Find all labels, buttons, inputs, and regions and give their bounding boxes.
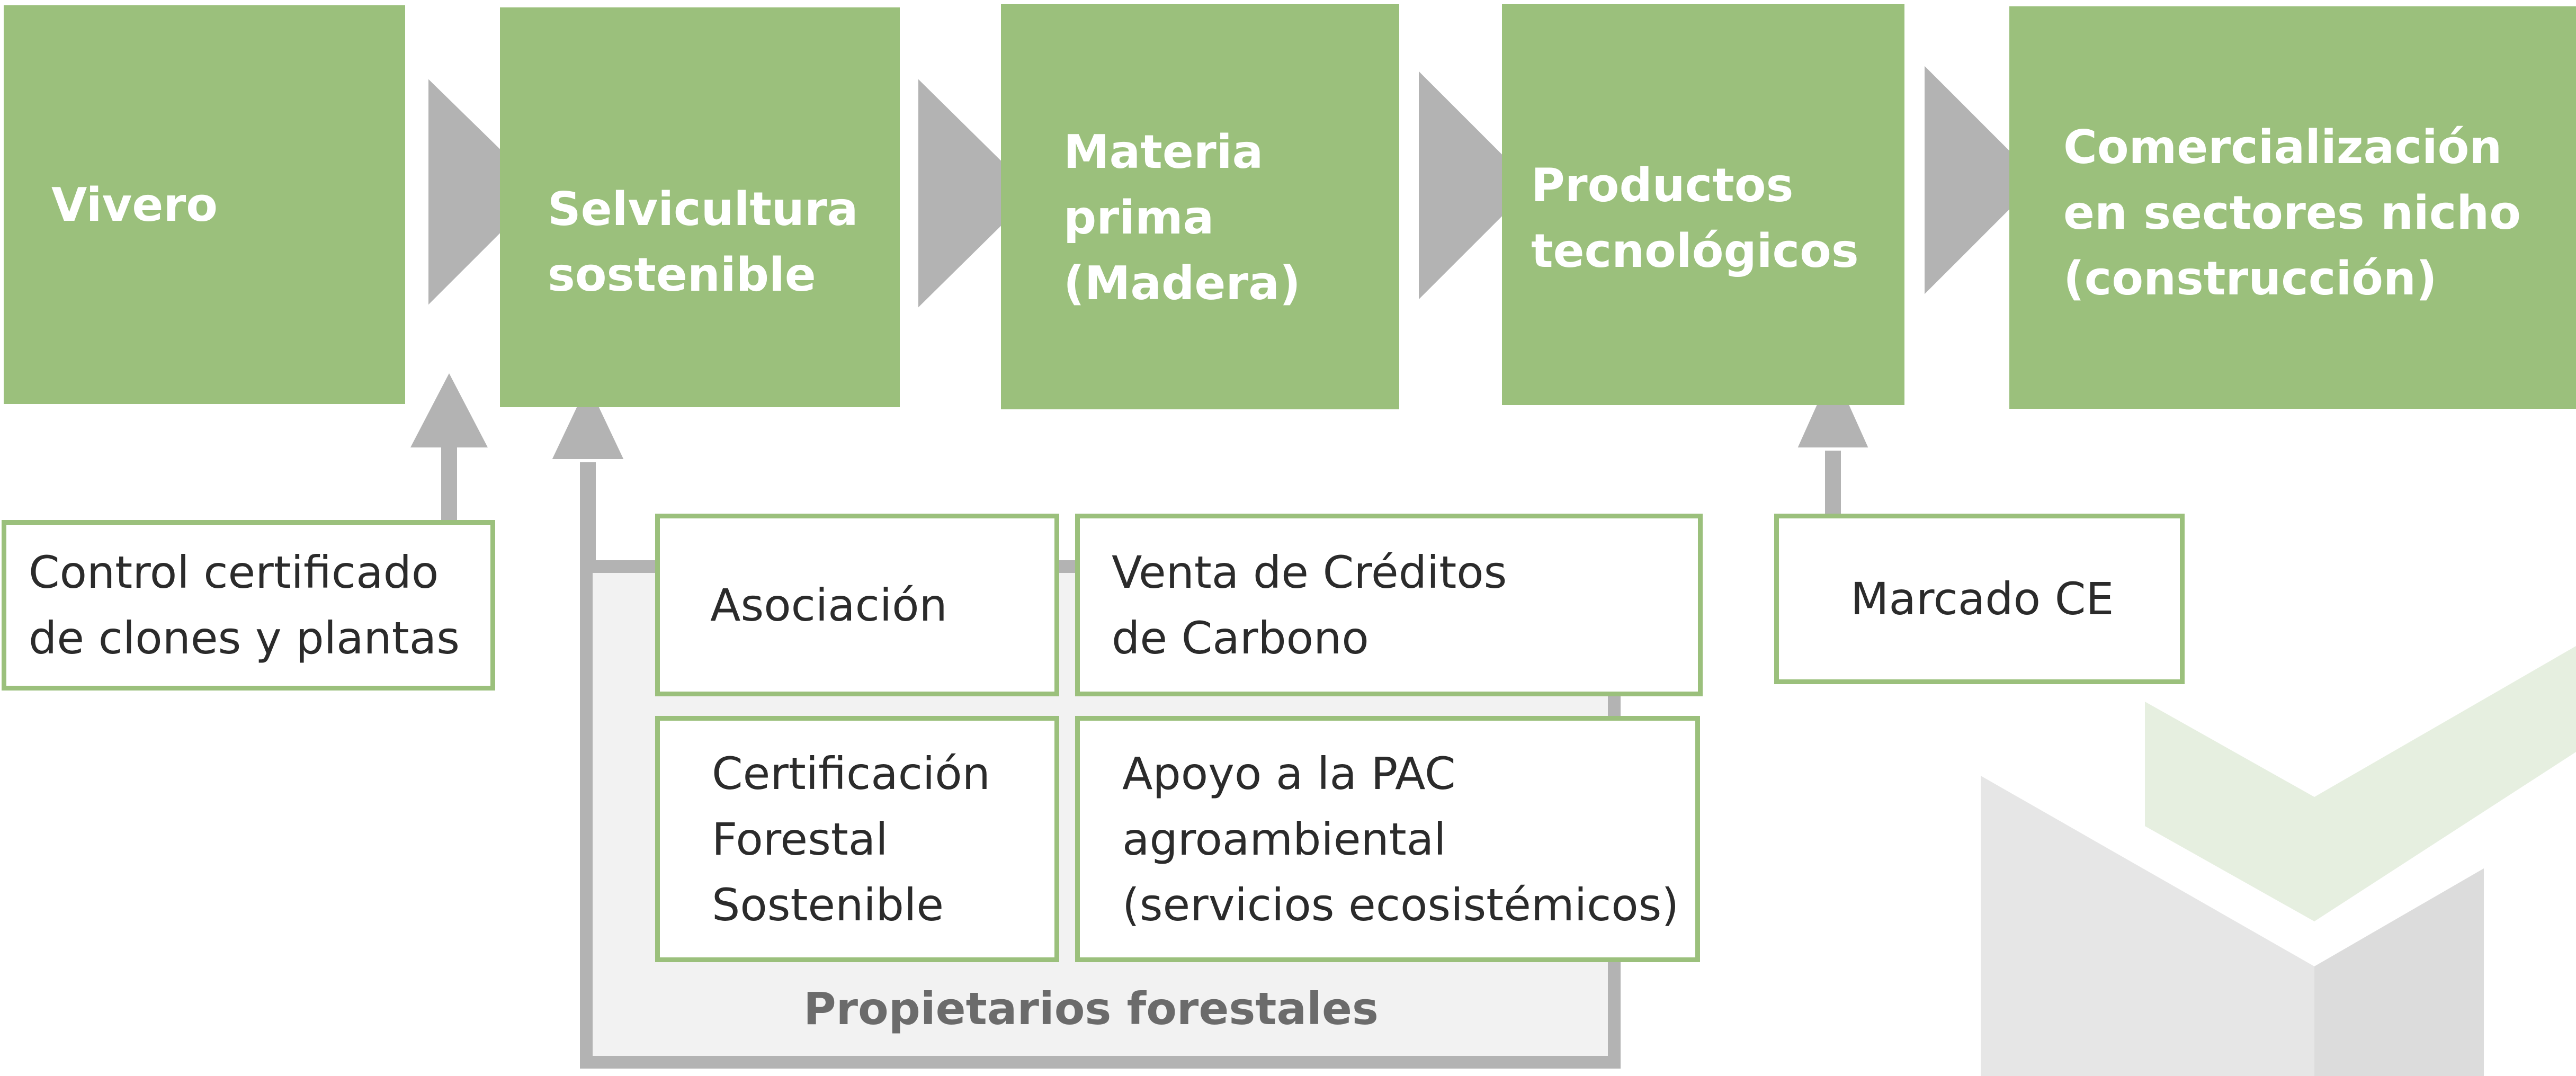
stage-label: Materia prima (Madera) [1063,124,1301,310]
owner-item-label: Apoyo a la PAC agroambiental (servicios … [1122,747,1679,931]
owner-item-creditos-carbono: Venta de Créditos de Carbono [1075,514,1703,696]
stage-materia-prima: Materia prima (Madera) [1001,4,1399,409]
stage-selvicultura: Selvicultura sostenible [500,7,900,407]
decorative-logo-shapes [1981,646,2576,1076]
owner-item-label: Asociación [710,579,947,631]
input-label: Marcado CE [1850,573,2114,625]
stage-comercializacion: Comercialización en sectores nicho (cons… [2009,6,2576,409]
stage-label: Selvicultura sostenible [548,182,858,302]
up-arrow-control [410,373,488,540]
flow-arrow-1 [424,69,549,315]
owners-panel-label: Propietarios forestales [803,983,1379,1035]
logo-shape-side [2314,868,2484,1076]
owner-item-label: Certificación Forestal Sostenible [712,747,990,931]
stage-label: Productos tecnológicos [1531,158,1859,278]
input-marcado-ce: Marcado CE [1774,514,2185,684]
flow-arrow-4 [1920,56,2045,304]
flow-arrow-2 [914,69,1040,318]
stage-vivero: Vivero [4,5,405,404]
stage-label: Comercialización en sectores nicho (cons… [2063,120,2521,306]
input-control-certificado: Control certificado de clones y plantas [2,520,495,691]
flow-arrow-3 [1415,61,1539,310]
stage-productos: Productos tecnológicos [1502,4,1904,405]
owner-item-label: Venta de Créditos de Carbono [1112,546,1507,664]
input-label: Control certificado de clones y plantas [29,546,460,664]
stage-label: Vivero [51,177,218,232]
owner-item-apoyo-pac: Apoyo a la PAC agroambiental (servicios … [1075,716,1700,962]
owner-item-certificacion: Certificación Forestal Sostenible [655,716,1059,962]
logo-shape-top [2145,646,2576,921]
owner-item-asociacion: Asociación [655,514,1059,696]
